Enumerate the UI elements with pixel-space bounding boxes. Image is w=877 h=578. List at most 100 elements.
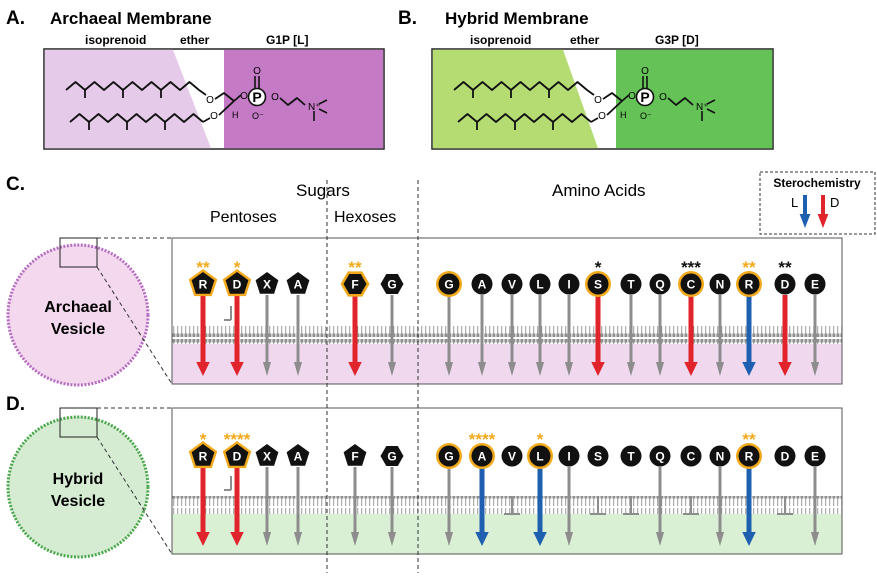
- legend-l-arrow: [799, 195, 811, 228]
- molecule-symbol: [709, 273, 731, 295]
- transport-arrow: [350, 467, 360, 546]
- hybrid-row-band: [172, 514, 842, 554]
- arrow-shaft: [265, 467, 269, 533]
- methyl-bond: [318, 99, 328, 105]
- significance-stars: *: [200, 430, 207, 449]
- molecule-label: L: [536, 450, 543, 464]
- panel-b-isoprenoid-region: [432, 49, 598, 149]
- blocked-transport-mark: [623, 496, 639, 515]
- panel-b: B. Hybrid Membrane isoprenoid ether G3P …: [398, 8, 774, 150]
- archaeal-molecule: N: [709, 273, 731, 376]
- arrow-head: [387, 532, 397, 546]
- molecule-label: E: [811, 278, 819, 292]
- blocked-transport-mark: [504, 496, 520, 515]
- archaeal-molecule: G: [436, 271, 462, 376]
- molecule-label: F: [351, 278, 358, 292]
- significance-stars: *: [537, 430, 544, 449]
- transport-arrow: [387, 467, 397, 546]
- molecule-label: T: [627, 278, 635, 292]
- arrow-head: [350, 532, 360, 546]
- archaeal-vesicle-label-line2: Vesicle: [51, 321, 105, 338]
- transport-arrow: [444, 467, 454, 546]
- molecule-label: L: [536, 278, 543, 292]
- arrow-shaft: [480, 295, 484, 363]
- phosphate-oxygen-minus-label: O⁻: [640, 111, 652, 121]
- arrow-shaft: [718, 295, 722, 363]
- arrow-shaft: [510, 295, 514, 363]
- transport-arrow: [535, 295, 545, 376]
- transport-arrow: [778, 295, 792, 376]
- header-hexoses: Hexoses: [334, 209, 396, 226]
- arrow-head: [564, 532, 574, 546]
- archaeal-molecule: R**: [188, 258, 218, 376]
- arrow-head: [444, 532, 454, 546]
- molecule-symbol: [225, 272, 249, 294]
- transport-arrow: [564, 295, 574, 376]
- nitrogen-label: N⁺: [696, 102, 709, 113]
- phosphate-oxygen-label: O: [641, 66, 649, 77]
- molecule-symbol: [804, 445, 826, 467]
- molecule-label: D: [233, 450, 242, 464]
- hybrid-molecule: G: [380, 446, 404, 546]
- molecule-symbol: [774, 445, 796, 467]
- hybrid-vesicle-circle: [6, 415, 150, 559]
- significance-stars: ***: [681, 258, 701, 277]
- molecule-symbol: [438, 445, 460, 467]
- archaeal-molecule: I: [558, 273, 580, 376]
- phosphate-bond: [621, 94, 630, 102]
- arrow-head: [475, 532, 489, 546]
- arrow-head: [715, 532, 725, 546]
- ether-bond: [586, 89, 595, 96]
- phosphorus-label: P: [640, 89, 649, 105]
- phosphate-oxygen-label: O: [253, 66, 261, 77]
- significance-stars: **: [742, 430, 756, 449]
- arrow-shaft: [200, 467, 206, 533]
- molecule-label: D: [781, 450, 790, 464]
- blocked-transport-mark: [777, 496, 793, 515]
- hybrid-zoom-line-bottom: [96, 436, 173, 555]
- panel-a-isoprenoid-region: [44, 49, 211, 149]
- significance-stars: *: [595, 258, 602, 277]
- arrow-head: [507, 362, 517, 376]
- hybrid-molecule: V: [501, 445, 523, 515]
- arrow-head: [817, 214, 829, 228]
- arrow-head: [293, 362, 303, 376]
- arrow-shaft: [803, 195, 807, 215]
- arrow-shaft: [821, 195, 825, 215]
- molecule-label: G: [387, 450, 396, 464]
- molecule-symbol: [709, 445, 731, 467]
- panel-a-label-isoprenoid: isoprenoid: [85, 33, 146, 47]
- arrow-shaft: [629, 295, 633, 363]
- molecule-symbol: [191, 444, 215, 466]
- arrow-head: [655, 362, 665, 376]
- header-pentoses: Pentoses: [210, 209, 277, 226]
- hybrid-row-membrane: [172, 496, 842, 514]
- archaeal-molecule: A: [286, 272, 310, 376]
- arrow-head: [387, 362, 397, 376]
- archaeal-molecule: A: [471, 273, 493, 376]
- archaeal-molecule: D**: [774, 258, 796, 376]
- arrow-head: [655, 532, 665, 546]
- arrow-head: [742, 362, 756, 376]
- molecule-symbol: [286, 272, 310, 294]
- methyl-bond: [706, 99, 716, 105]
- transport-arrow: [626, 295, 636, 376]
- blocked-transport-mark: [224, 306, 232, 321]
- archaeal-zoom-line-bottom: [96, 266, 173, 385]
- molecule-label: A: [294, 450, 303, 464]
- header-sugars: Sugars: [296, 181, 350, 200]
- hybrid-molecule: A: [286, 444, 310, 546]
- phosphate-oxygen-label: O: [271, 92, 279, 103]
- methyl-bond: [706, 108, 716, 114]
- molecule-label: A: [478, 450, 487, 464]
- arrow-shaft: [567, 295, 571, 363]
- choline-chain: [667, 97, 694, 106]
- transport-arrow: [475, 467, 489, 546]
- transport-arrow: [715, 467, 725, 546]
- ether-oxygen-label: O: [598, 111, 606, 122]
- arrow-head: [230, 362, 244, 376]
- nitrogen-label: N⁺: [308, 102, 321, 113]
